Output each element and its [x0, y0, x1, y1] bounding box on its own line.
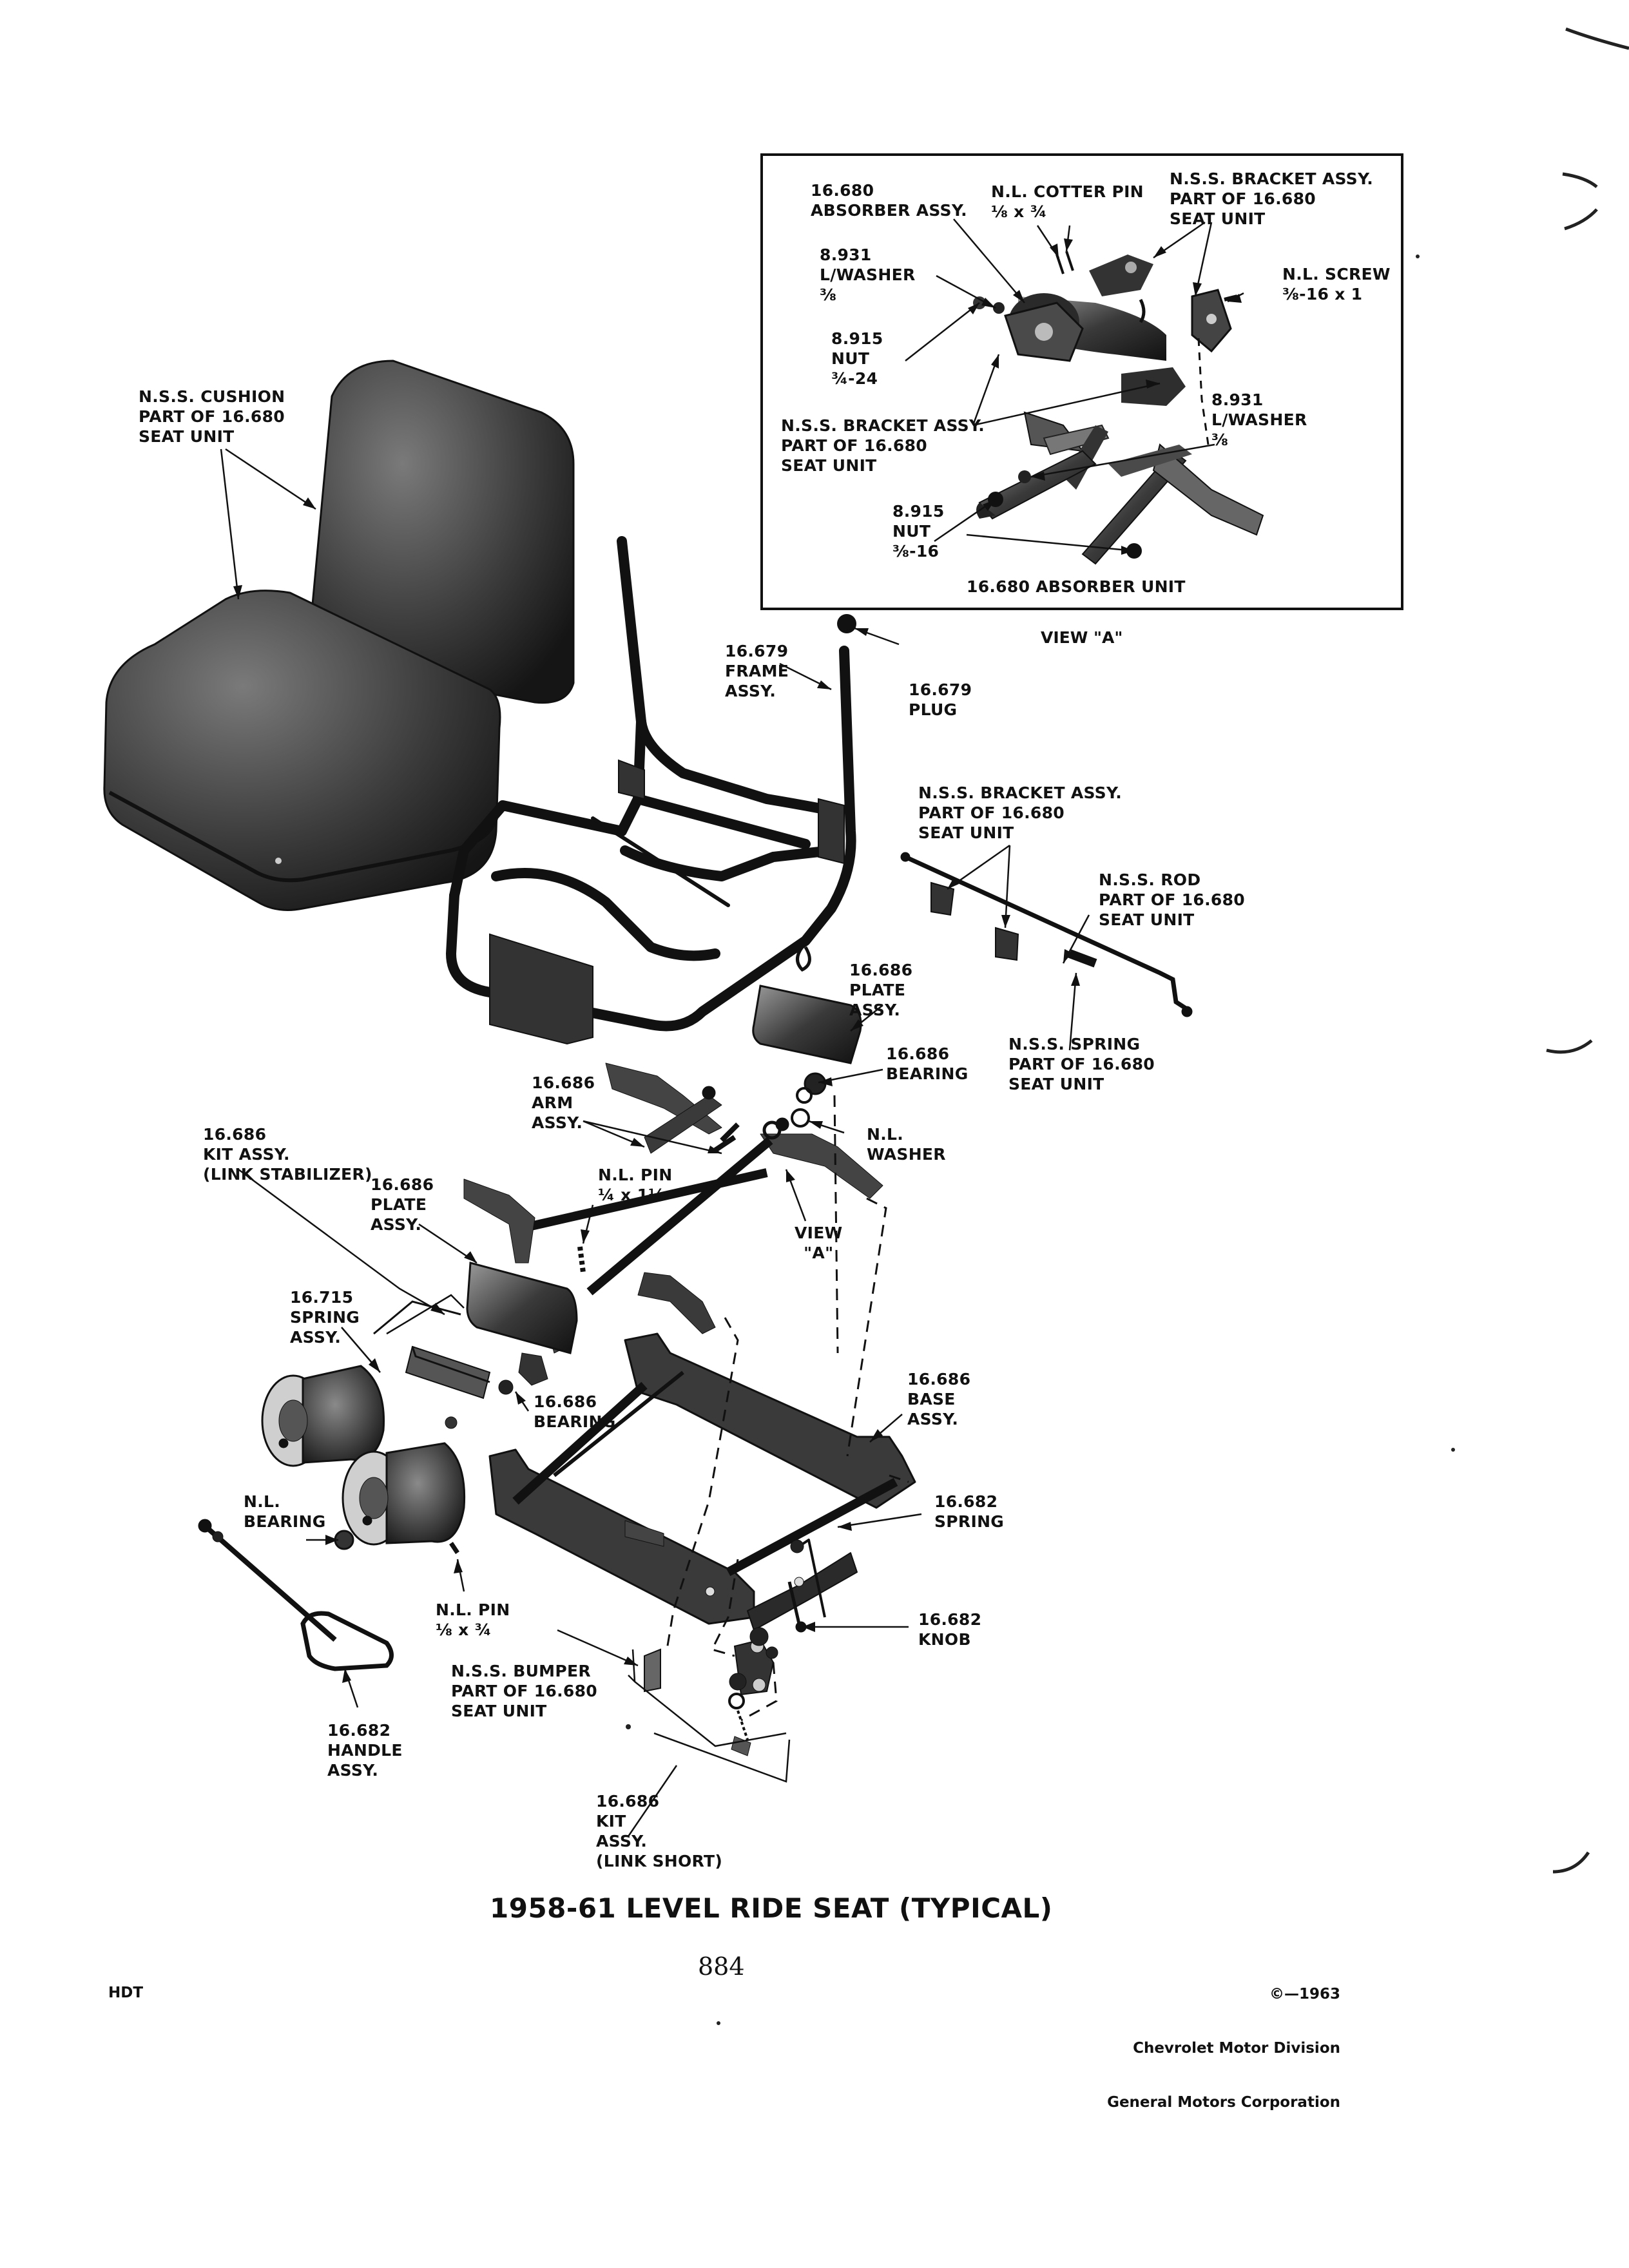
upper-plate-art [752, 985, 862, 1064]
inset-box [760, 153, 1403, 610]
frame-side-plates-art [489, 759, 845, 1045]
dashed-assembly-lines [666, 1095, 909, 1722]
rod-assembly-art [900, 852, 1193, 1017]
label-nl-pin-upper: N.L. PIN ¼ x 1¼ [598, 1166, 673, 1204]
label-bearing-lower: 16.686 BEARING [534, 1392, 616, 1431]
lower-pin-art [449, 1542, 459, 1554]
inset-view-label: VIEW "A" [1041, 628, 1123, 647]
label-lwasher-left: 8.931 L/WASHER ⅜ [820, 245, 916, 304]
link-stabilizer-art [373, 1300, 548, 1429]
copyright-line-2: Chevrolet Motor Division [1133, 2040, 1340, 2057]
label-plate-lower: 16.686 PLATE ASSY. [371, 1175, 434, 1234]
speck-marks [626, 255, 1455, 2025]
spring-assembly-art [261, 1365, 466, 1546]
label-bracket-rod: N.S.S. BRACKET ASSY. PART OF 16.680 SEAT… [918, 783, 1123, 842]
copyright-line-1: ©—1963 [1269, 1986, 1340, 2003]
copyright-block: ©—1963 Chevrolet Motor Division General … [1057, 1949, 1340, 2129]
page-edge-marks [1546, 27, 1629, 1874]
label-bumper: N.S.S. BUMPER PART OF 16.680 SEAT UNIT [451, 1662, 597, 1720]
label-cotter-pin: N.L. COTTER PIN ⅛ x ¾ [991, 182, 1144, 221]
label-nl-washer: N.L. WASHER [867, 1125, 946, 1164]
label-screw: N.L. SCREW ⅜-16 x 1 [1282, 265, 1391, 303]
cushion-art [103, 360, 575, 911]
label-nut-top: 8.915 NUT ¾-24 [831, 329, 883, 388]
label-nl-pin-lower: N.L. PIN ⅛ x ¾ [436, 1600, 510, 1639]
label-kit-stabilizer: 16.686 KIT ASSY. (LINK STABILIZER) [203, 1125, 372, 1184]
inset-caption: 16.680 ABSORBER UNIT [967, 577, 1186, 596]
label-nl-bearing: N.L. BEARING [244, 1492, 326, 1531]
label-knob: 16.682 KNOB [918, 1610, 982, 1649]
label-lwasher-right: 8.931 L/WASHER ⅜ [1211, 390, 1307, 449]
label-bracket-assy-top: N.S.S. BRACKET ASSY. PART OF 16.680 SEAT… [1170, 169, 1374, 228]
lower-plate-art [466, 1262, 578, 1354]
label-frame-assy: 16.679 FRAME ASSY. [725, 642, 789, 700]
label-absorber-assy: 16.680 ABSORBER ASSY. [811, 181, 967, 220]
label-spring-682: 16.682 SPRING [934, 1492, 1005, 1531]
plug-art [837, 614, 856, 633]
label-bearing-upper: 16.686 BEARING [886, 1044, 969, 1083]
label-arm-assy: 16.686 ARM ASSY. [532, 1073, 595, 1132]
upper-pin-art [577, 1246, 586, 1273]
frame-hook-art [796, 946, 811, 972]
knob-art [787, 1581, 807, 1633]
arrowheads [233, 238, 1242, 1683]
label-plate-upper: 16.686 PLATE ASSY. [849, 961, 913, 1019]
page-title: 1958-61 LEVEL RIDE SEAT (TYPICAL) [490, 1892, 1053, 1924]
label-bracket-assy-mid: N.S.S. BRACKET ASSY. PART OF 16.680 SEAT… [781, 416, 985, 475]
label-view-a: VIEW "A" [795, 1224, 843, 1262]
arm-assembly-art [463, 1062, 883, 1354]
stabilizer-bracket-line [386, 1294, 465, 1335]
base-assembly-art [488, 1332, 916, 1631]
label-nut-bottom: 8.915 NUT ⅜-16 [892, 502, 945, 561]
label-cushion: N.S.S. CUSHION PART OF 16.680 SEAT UNIT [139, 387, 285, 446]
label-base-assy: 16.686 BASE ASSY. [907, 1370, 971, 1428]
upper-bearing-art [791, 1072, 827, 1128]
label-handle: 16.682 HANDLE ASSY. [327, 1721, 403, 1780]
page-number: 884 [698, 1952, 745, 1981]
absorber-assembly-art [973, 251, 1238, 445]
leader-lines [220, 218, 1244, 1837]
absorber-unit-art [976, 411, 1264, 565]
short-link-bracket-line [631, 1649, 791, 1783]
link-short-art [644, 1627, 778, 1756]
label-plug: 16.679 PLUG [909, 680, 972, 719]
footer-code: HDT [108, 1984, 144, 2001]
frame-assembly-art [446, 536, 856, 1032]
handle-assembly-art [198, 1519, 394, 1671]
copyright-line-3: General Motors Corporation [1107, 2094, 1340, 2111]
label-kit-short: 16.686 KIT ASSY. (LINK SHORT) [596, 1792, 723, 1870]
label-spring-assy: 16.715 SPRING ASSY. [290, 1288, 360, 1347]
label-spring-nss: N.S.S. SPRING PART OF 16.680 SEAT UNIT [1008, 1035, 1155, 1093]
label-rod: N.S.S. ROD PART OF 16.680 SEAT UNIT [1099, 870, 1245, 929]
